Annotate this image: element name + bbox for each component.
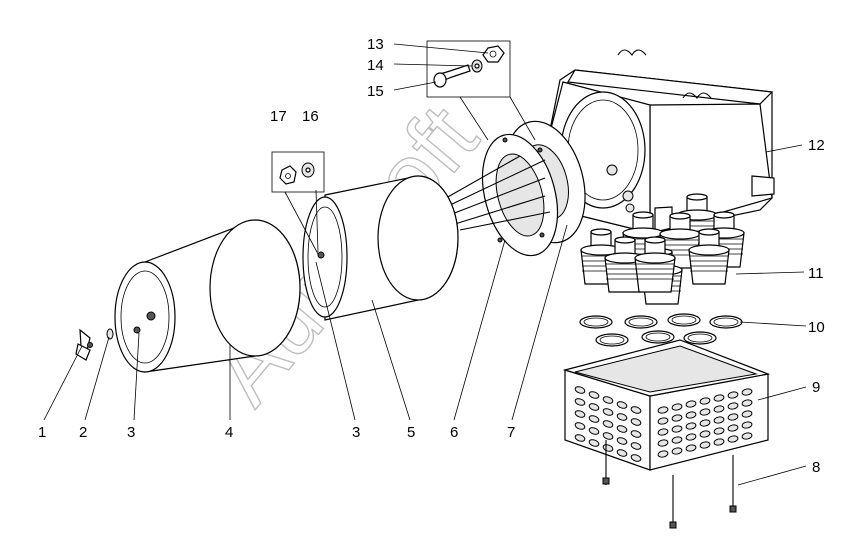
- callout-6: 6: [450, 424, 458, 441]
- cyclone-tube: [634, 236, 676, 293]
- filter-housing-icon: [547, 49, 775, 234]
- callout-15: 15: [367, 83, 384, 100]
- cyclone-tube: [688, 228, 730, 285]
- callout-3-left: 3: [127, 424, 135, 441]
- callout-3-right: 3: [352, 424, 360, 441]
- callout-9: 9: [812, 379, 820, 396]
- callout-7: 7: [507, 424, 515, 441]
- perforated-box-icon: [562, 339, 771, 471]
- inner-filter-cartridge-icon: [302, 175, 459, 321]
- wing-nut-icon: [75, 328, 93, 361]
- nut-washer-group: [271, 151, 325, 193]
- callout-17: 17: [270, 108, 287, 125]
- callout-14: 14: [367, 57, 384, 74]
- outer-filter-cartridge-icon: [114, 219, 301, 373]
- callout-5: 5: [407, 424, 415, 441]
- flange-gasket-icon: [481, 120, 586, 257]
- cyclone-tube: [604, 236, 646, 293]
- bolt-nut-washer-group: [426, 40, 511, 98]
- callout-1: 1: [38, 424, 46, 441]
- callout-8: 8: [812, 459, 820, 476]
- callout-4: 4: [225, 424, 233, 441]
- callout-2: 2: [79, 424, 87, 441]
- long-studs-icon: [602, 440, 737, 529]
- callout-16: 16: [302, 108, 319, 125]
- callout-11: 11: [808, 265, 824, 282]
- callout-10: 10: [808, 319, 825, 336]
- cyclone-tubes-icon: [580, 193, 745, 305]
- washer-icon: [106, 328, 114, 340]
- leader-lines: [43, 43, 807, 486]
- callout-12: 12: [808, 137, 825, 154]
- callout-labels: 1 2 3 4 3 5 6 7 8 9 10 11 12 13 14 15 17…: [38, 36, 825, 476]
- callout-13: 13: [367, 36, 384, 53]
- tie-rods: [445, 155, 551, 231]
